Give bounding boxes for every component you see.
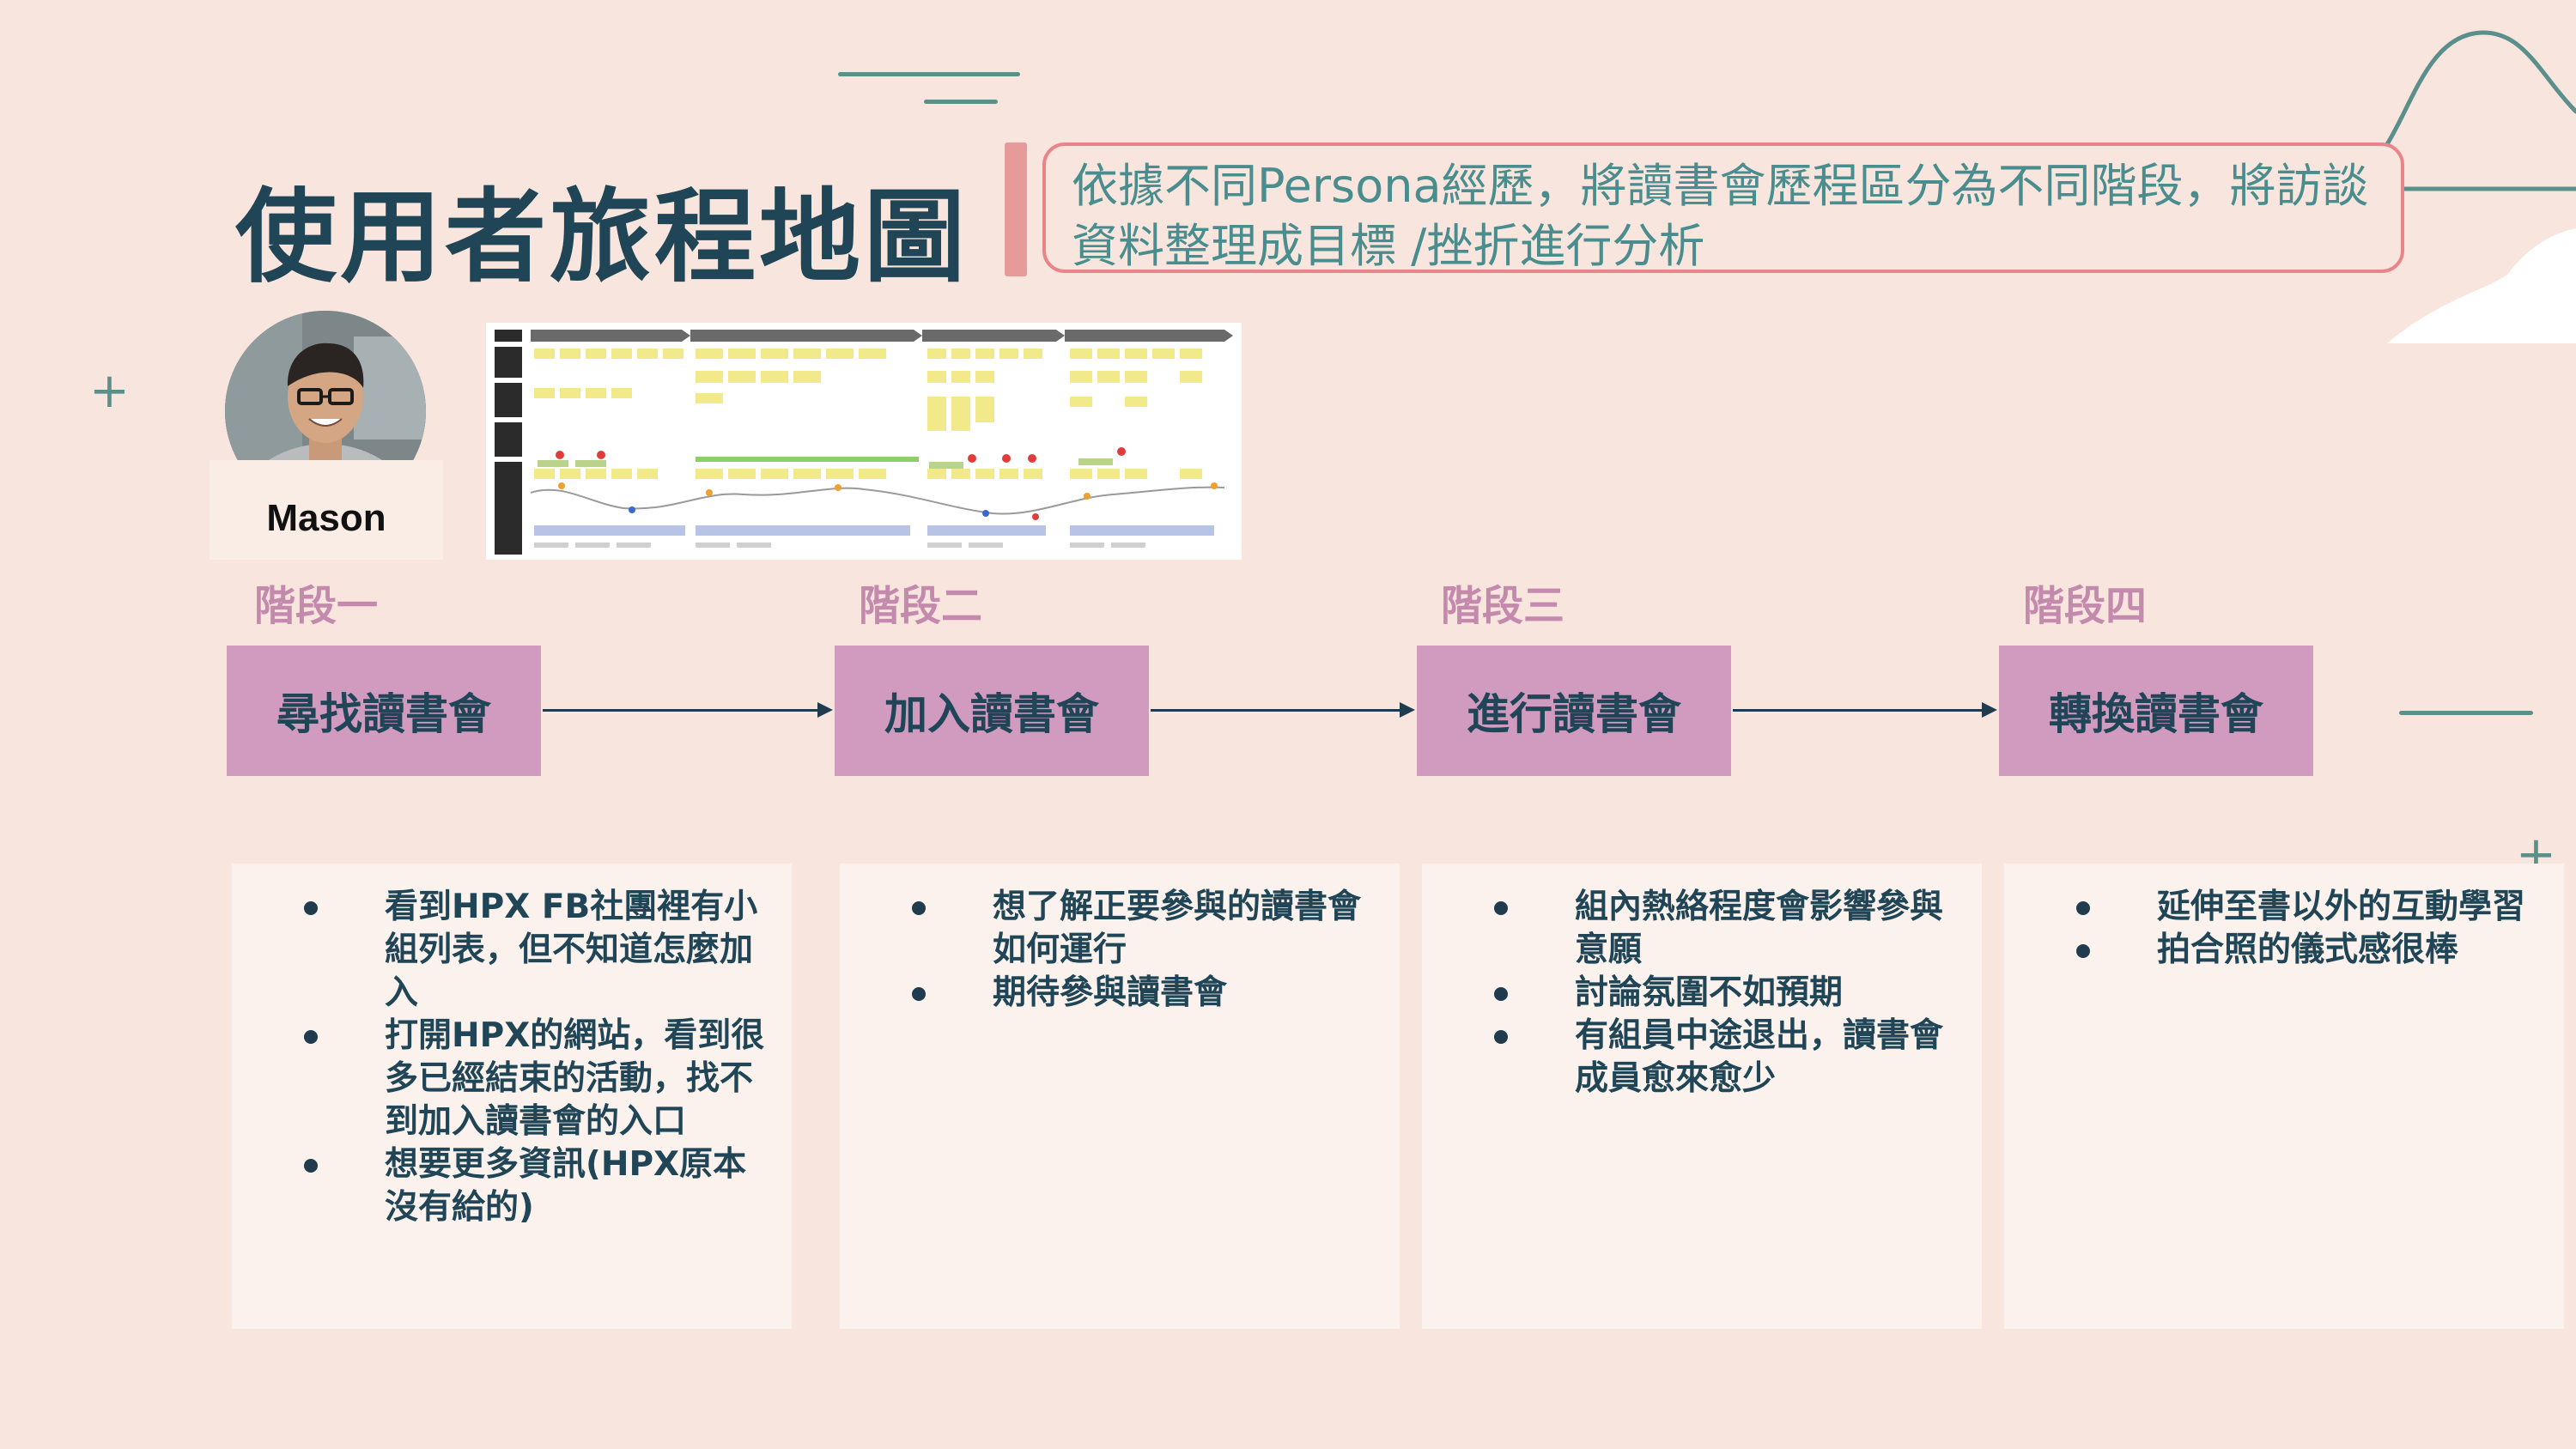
flow-arrow bbox=[1733, 702, 1997, 718]
bullet-icon bbox=[2076, 944, 2090, 958]
flow-arrow bbox=[1151, 702, 1415, 718]
notes-list: 看到HPX FB社團裡有小組列表，但不知道怎麼加入 打開HPX的網站，看到很多已… bbox=[232, 886, 775, 1229]
bullet-icon bbox=[1494, 987, 1508, 1001]
stage-box-run-book-club: 進行讀書會 bbox=[1417, 646, 1731, 776]
stage-label-1: 階段一 bbox=[254, 582, 379, 630]
notes-list: 延伸至書以外的互動學習 拍合照的儀式感很棒 bbox=[2004, 886, 2547, 972]
stage-box-switch-book-club: 轉換讀書會 bbox=[1999, 646, 2313, 776]
list-item: 討論氛圍不如預期 bbox=[1422, 972, 1965, 1015]
page-title: 使用者旅程地圖 bbox=[235, 178, 969, 296]
stage-notes-card-2: 想了解正要參與的讀書會如何運行 期待參與讀書會 bbox=[840, 864, 1400, 1329]
decorative-line bbox=[838, 72, 1020, 76]
flow-arrow bbox=[543, 702, 833, 718]
list-item: 期待參與讀書會 bbox=[840, 972, 1382, 1015]
list-item: 看到HPX FB社團裡有小組列表，但不知道怎麼加入 bbox=[232, 886, 775, 1015]
bullet-icon bbox=[304, 901, 318, 915]
title-accent-bar bbox=[1005, 142, 1027, 276]
decorative-line bbox=[924, 100, 998, 104]
description-callout: 依據不同Persona經歷，將讀書會歷程區分為不同階段，將訪談資料整理成目標 /… bbox=[1042, 142, 2404, 273]
notes-list: 想了解正要參與的讀書會如何運行 期待參與讀書會 bbox=[840, 886, 1382, 1015]
notes-list: 組內熱絡程度會影響參與意願 討論氛圍不如預期 有組員中途退出，讀書會成員愈來愈少 bbox=[1422, 886, 1965, 1100]
bullet-icon bbox=[2076, 901, 2090, 915]
bullet-icon bbox=[912, 987, 926, 1001]
mountain-cloud-decoration bbox=[2385, 30, 2576, 343]
bullet-icon bbox=[1494, 901, 1508, 915]
bullet-icon bbox=[912, 901, 926, 915]
bullet-icon bbox=[304, 1030, 318, 1044]
list-item: 拍合照的儀式感很棒 bbox=[2004, 929, 2547, 972]
list-item: 組內熱絡程度會影響參與意願 bbox=[1422, 886, 1965, 972]
stage-notes-card-3: 組內熱絡程度會影響參與意願 討論氛圍不如預期 有組員中途退出，讀書會成員愈來愈少 bbox=[1422, 864, 1982, 1329]
list-item: 打開HPX的網站，看到很多已經結束的活動，找不到加入讀書會的入口 bbox=[232, 1015, 775, 1143]
plus-decoration-icon: + bbox=[89, 363, 130, 419]
decorative-line bbox=[2399, 711, 2533, 715]
stage-notes-card-4: 延伸至書以外的互動學習 拍合照的儀式感很棒 bbox=[2004, 864, 2564, 1329]
bullet-icon bbox=[1494, 1030, 1508, 1044]
stage-label-4: 階段四 bbox=[2023, 582, 2148, 630]
list-item: 延伸至書以外的互動學習 bbox=[2004, 886, 2547, 929]
stage-notes-card-1: 看到HPX FB社團裡有小組列表，但不知道怎麼加入 打開HPX的網站，看到很多已… bbox=[232, 864, 792, 1329]
list-item: 想要更多資訊(HPX原本沒有給的) bbox=[232, 1143, 775, 1229]
list-item: 想了解正要參與的讀書會如何運行 bbox=[840, 886, 1382, 972]
journey-map-thumbnail bbox=[486, 323, 1242, 560]
list-item: 有組員中途退出，讀書會成員愈來愈少 bbox=[1422, 1015, 1965, 1100]
stage-label-3: 階段三 bbox=[1441, 582, 1565, 630]
stage-box-join-book-club: 加入讀書會 bbox=[835, 646, 1149, 776]
persona-name: Mason bbox=[210, 460, 443, 560]
stage-box-find-book-club: 尋找讀書會 bbox=[227, 646, 541, 776]
stage-label-2: 階段二 bbox=[859, 582, 983, 630]
bullet-icon bbox=[304, 1159, 318, 1173]
